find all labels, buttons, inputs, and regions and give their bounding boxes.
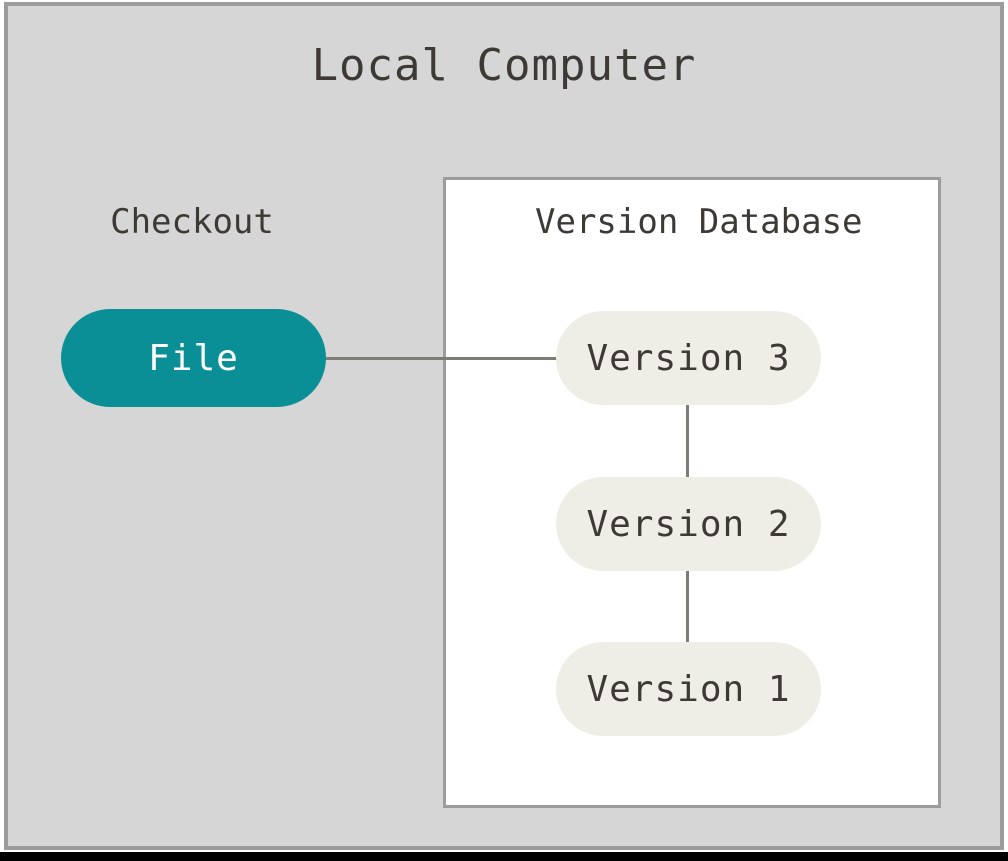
checkout-section-label: Checkout (110, 202, 274, 242)
screen-bottom-bezel (0, 852, 1008, 861)
connector-file-to-version3 (325, 357, 559, 360)
connector-version3-to-version2 (686, 400, 689, 482)
connector-version2-to-version1 (686, 565, 689, 647)
node-version-3[interactable]: Version 3 (556, 311, 821, 405)
node-version-1[interactable]: Version 1 (556, 642, 821, 736)
node-version-2[interactable]: Version 2 (556, 477, 821, 571)
page-title: Local Computer (311, 40, 697, 91)
node-file[interactable]: File (61, 309, 326, 407)
version-database-section-label: Version Database (535, 202, 863, 242)
